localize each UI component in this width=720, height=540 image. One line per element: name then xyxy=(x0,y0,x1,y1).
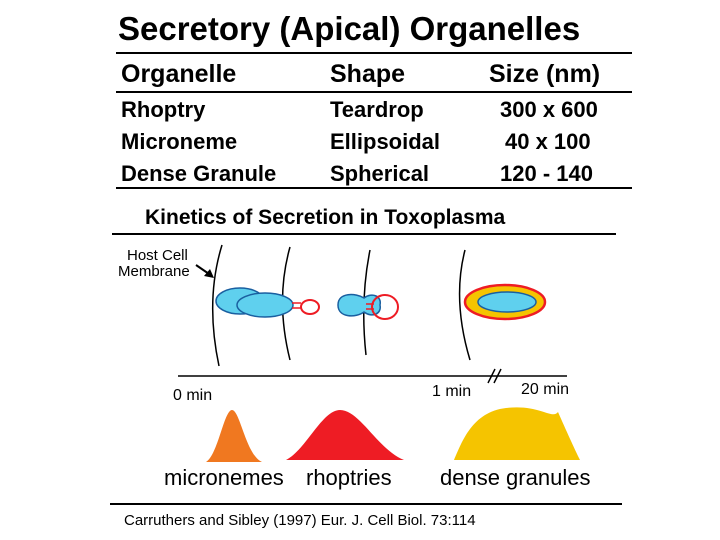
evacuole-small xyxy=(300,299,320,315)
membrane-label-line1: Host Cell xyxy=(127,247,188,264)
dense-granule-peak xyxy=(454,407,580,460)
citation-rule xyxy=(110,503,622,505)
table-cell-organelle-1: Rhoptry xyxy=(121,97,206,122)
membrane-pointer-arrow xyxy=(195,264,214,278)
host-membrane-1 xyxy=(211,244,223,367)
evacuole-large xyxy=(371,294,399,320)
timeline-axis xyxy=(178,368,567,384)
table-cell-size-2: 40 x 100 xyxy=(505,129,591,154)
timeline-label-start: 0 min xyxy=(173,387,213,404)
table-cell-size-3: 120 - 140 xyxy=(500,161,593,186)
secretion-spikes-2 xyxy=(292,302,301,309)
membrane-label-line2: Membrane xyxy=(118,263,190,280)
table-bottom-rule xyxy=(116,187,632,189)
microneme-peak xyxy=(206,410,262,462)
parasite-in-vacuole xyxy=(477,291,537,313)
table-cell-shape-3: Spherical xyxy=(330,161,430,186)
host-membrane-4 xyxy=(458,249,471,361)
secretion-spikes-3 xyxy=(366,303,374,310)
parasite-apical-end-3 xyxy=(337,293,381,317)
parasite-apical-end-2 xyxy=(236,292,294,318)
peak-label-dense-granules: dense granules xyxy=(440,465,591,490)
kinetics-title-rule xyxy=(112,233,616,235)
title-rule xyxy=(116,52,632,54)
peak-label-micronemes: micronemes xyxy=(164,465,284,490)
kinetics-title: Kinetics of Secretion in Toxoplasma xyxy=(145,206,506,229)
peak-label-rhoptries: rhoptries xyxy=(306,465,392,490)
timeline-label-end: 20 min xyxy=(521,381,570,398)
table-cell-shape-2: Ellipsoidal xyxy=(330,129,441,154)
table-cell-organelle-3: Dense Granule xyxy=(121,161,277,186)
timeline-label-mid: 1 min xyxy=(432,383,472,400)
table-header-organelle: Organelle xyxy=(121,60,237,88)
slide-title: Secretory (Apical) Organelles xyxy=(118,10,581,47)
table-header-rule xyxy=(116,91,632,93)
table-cell-shape-1: Teardrop xyxy=(330,97,424,122)
citation: Carruthers and Sibley (1997) Eur. J. Cel… xyxy=(124,512,476,529)
table-header-shape: Shape xyxy=(330,60,406,88)
rhoptry-peak xyxy=(286,410,404,460)
table-cell-size-1: 300 x 600 xyxy=(500,97,598,122)
table-cell-organelle-2: Microneme xyxy=(121,129,238,154)
table-header-size: Size (nm) xyxy=(489,60,601,88)
